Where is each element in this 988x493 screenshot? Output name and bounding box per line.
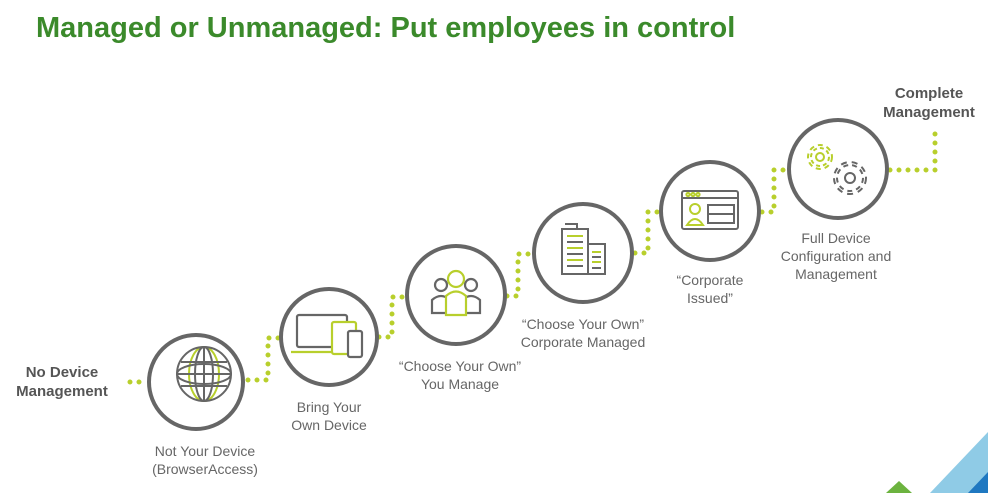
step-label-line: Configuration and xyxy=(780,248,892,264)
buildings-icon xyxy=(561,223,606,275)
connector-5 xyxy=(759,167,790,215)
step-label-3: “Choose Your Own” You Manage xyxy=(399,357,521,393)
connector-2 xyxy=(376,294,408,340)
step-circle-5 xyxy=(659,160,761,262)
step-label-line: Issued” xyxy=(687,290,733,306)
globe-icon xyxy=(176,346,232,402)
step-label-line: “Corporate xyxy=(676,272,744,288)
step-label-line: Management xyxy=(795,266,877,282)
step-label-line: “Choose Your Own” xyxy=(398,358,522,374)
step-label-6: Full Device Configuration and Management xyxy=(781,229,892,283)
start-label: No Device Management xyxy=(16,363,108,401)
step-label-line: Not Your Device xyxy=(154,443,256,459)
step-label-line: Bring Your xyxy=(296,399,362,415)
step-label-line: Full Device xyxy=(801,230,871,246)
gears-icon xyxy=(807,144,867,195)
end-label-line: Management xyxy=(883,104,975,121)
step-label-line: You Manage xyxy=(420,376,500,392)
end-label: Complete Management xyxy=(883,84,975,122)
step-label-line: (BrowserAccess) xyxy=(152,461,258,477)
step-label-line: Corporate Managed xyxy=(520,334,646,350)
step-label-5: “Corporate Issued” xyxy=(677,271,744,307)
step-label-1: Not Your Device (BrowserAccess) xyxy=(152,442,258,478)
connector-3 xyxy=(504,251,535,299)
connector-6 xyxy=(887,122,938,173)
corner-decoration xyxy=(886,432,988,493)
start-label-line: Management xyxy=(16,383,108,400)
step-label-line: Own Device xyxy=(291,417,367,433)
step-label-2: Bring Your Own Device xyxy=(291,398,366,434)
devices-icon xyxy=(291,313,364,359)
dotted-connectors xyxy=(127,122,938,385)
connector-1 xyxy=(245,335,285,383)
connector-4 xyxy=(632,209,662,256)
start-label-line: No Device xyxy=(25,364,99,381)
page-title: Managed or Unmanaged: Put employees in c… xyxy=(36,12,736,44)
users-icon xyxy=(430,269,482,317)
id-card-icon xyxy=(681,190,739,230)
step-label-4: “Choose Your Own” Corporate Managed xyxy=(521,315,646,351)
end-label-line: Complete xyxy=(894,85,964,102)
step-label-line: “Choose Your Own” xyxy=(521,316,645,332)
step-circle-6 xyxy=(787,118,889,220)
